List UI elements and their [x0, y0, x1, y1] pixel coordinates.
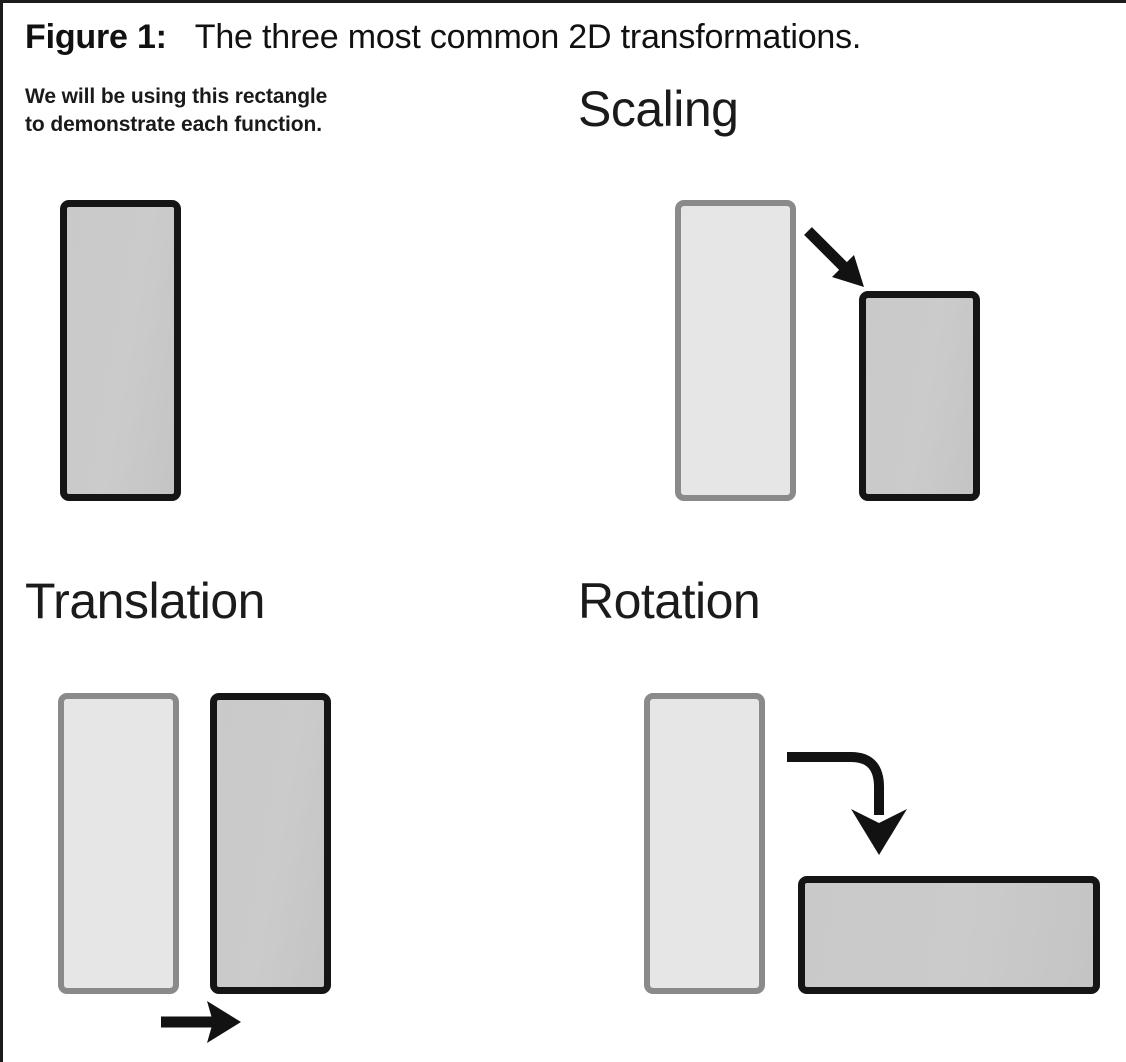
- section-heading-rotation: Rotation: [578, 573, 761, 629]
- translation-result-rectangle: [210, 693, 331, 994]
- subcaption-line-1: We will be using this rectangle: [25, 85, 328, 108]
- arrow-right-icon: [161, 1001, 241, 1043]
- figure-caption: Figure 1: The three most common 2D transf…: [25, 17, 861, 57]
- subcaption-line-2: to demonstrate each function.: [25, 113, 322, 136]
- rotation-source-rectangle: [644, 693, 765, 994]
- rotation-result-rectangle: [798, 876, 1100, 994]
- base-rectangle: [60, 200, 181, 501]
- section-heading-scaling: Scaling: [578, 81, 739, 137]
- figure-title: The three most common 2D transformations…: [194, 18, 862, 56]
- arrow-down-right-icon: [804, 227, 864, 287]
- arrow-curved-down-icon: [787, 752, 907, 855]
- section-heading-translation: Translation: [25, 573, 265, 629]
- figure-label: Figure 1:: [25, 18, 167, 56]
- scaling-result-rectangle: [859, 291, 980, 501]
- translation-source-rectangle: [58, 693, 179, 994]
- scaling-source-rectangle: [675, 200, 796, 501]
- figure-subcaption: We will be using this rectangle to demon…: [25, 83, 425, 139]
